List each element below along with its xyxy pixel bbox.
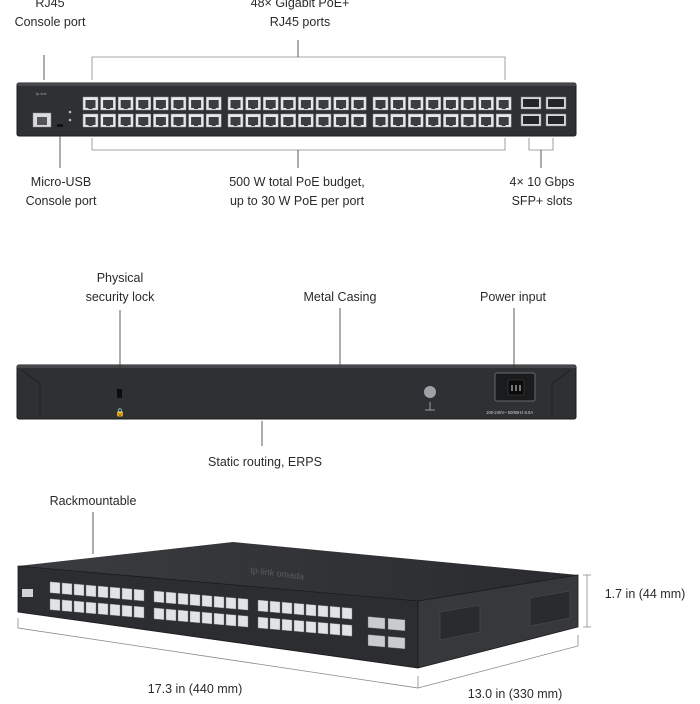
iso-sfp-slot: [367, 634, 386, 648]
iso-sfp-slot: [387, 636, 406, 650]
power-input-label: Power input: [479, 290, 546, 304]
iso-rj45-port: [329, 606, 341, 619]
rj45-port-array: [82, 96, 512, 128]
iso-rj45-port: [341, 624, 353, 637]
iso-rj45-port: [281, 601, 293, 615]
sfp-slot-array: [520, 96, 567, 127]
iso-rj45-port: [133, 588, 145, 602]
vent-grille: [439, 604, 481, 641]
iso-rj45-port: [237, 615, 249, 628]
iso-rj45-port: [201, 611, 213, 625]
iso-rj45-port: [293, 619, 305, 633]
iso-rj45-port: [133, 605, 145, 619]
iso-rj45-port: [97, 585, 109, 599]
iso-rj45-port: [121, 587, 133, 601]
iso-rj45-port: [281, 618, 293, 632]
iso-rj45-port: [153, 607, 165, 620]
iso-sfp-slot: [367, 616, 386, 630]
iso-rj45-port: [177, 592, 189, 606]
rackmount-label: Rackmountable: [49, 494, 137, 508]
iso-rj45-port: [49, 581, 61, 594]
security-lock-slot: [117, 389, 122, 398]
vent-grille: [529, 590, 571, 627]
width-label: 17.3 in (440 mm): [147, 682, 243, 696]
iso-rj45-port: [109, 586, 121, 600]
iso-rj45-port: [341, 607, 353, 620]
isometric-view: tp-link omada: [17, 512, 591, 689]
iso-rj45-port: [237, 598, 249, 611]
iso-rj45-port: [121, 604, 133, 618]
iso-rj45-port: [201, 594, 213, 608]
side-vent: [439, 590, 571, 641]
depth-label: 13.0 in (330 mm): [467, 687, 563, 701]
iso-rj45-port: [329, 623, 341, 636]
height-label: 1.7 in (44 mm): [604, 587, 686, 601]
iso-rj45-port: [305, 603, 317, 617]
iso-rj45-port: [73, 583, 85, 596]
iso-rj45-port: [177, 609, 189, 623]
iso-rj45-port: [305, 620, 317, 634]
iso-rj45-port: [85, 584, 97, 598]
power-rating-text: 100-240V~ 50/60Hz 8.0A: [486, 410, 533, 415]
iso-rj45-port: [269, 617, 281, 631]
metal-casing-label: Metal Casing: [303, 290, 377, 304]
iso-rj45-port: [165, 608, 177, 622]
iso-rj45-port: [49, 598, 61, 611]
rear-panel: 🔒 100-240V~ 50/60Hz 8.0A: [16, 308, 577, 446]
iso-rj45-port: [189, 610, 201, 624]
micro-usb-port: [57, 124, 63, 127]
iso-rj45-port: [213, 595, 225, 609]
iso-rj45-port: [257, 616, 269, 630]
iso-rj45-port: [61, 599, 73, 612]
grounding-icon: [424, 386, 436, 398]
iso-rj45-port: [73, 600, 85, 613]
iso-rj45-port: [189, 593, 201, 607]
poe-budget-label: 500 W total PoE budget,up to 30 W PoE pe…: [229, 175, 365, 208]
poe-ports-label: 48× Gigabit PoE+RJ45 ports: [250, 0, 350, 29]
iso-rj45-port: [61, 582, 73, 595]
iso-rj45-port: [269, 600, 281, 614]
iso-rj45-port: [109, 603, 121, 617]
iso-rj45-port: [317, 622, 329, 635]
iso-rj45-port: [97, 602, 109, 616]
svg-text:🔒: 🔒: [115, 408, 125, 417]
iso-rj45-port: [293, 602, 305, 616]
front-panel: tp-link: [16, 40, 577, 168]
iso-rj45-port: [257, 599, 269, 613]
iso-rj45-port: [225, 613, 237, 627]
iso-rj45-port: [85, 601, 97, 615]
iso-rj45-port: [165, 591, 177, 605]
iso-rj45-port: [153, 590, 165, 603]
routing-label: Static routing, ERPS: [208, 455, 322, 469]
iso-port-array: [49, 581, 406, 650]
iso-rj45-port: [213, 612, 225, 626]
iso-rj45-port: [317, 605, 329, 618]
svg-text:tp-link: tp-link: [36, 91, 47, 96]
iso-rj45-port: [225, 596, 237, 610]
iso-sfp-slot: [387, 618, 406, 632]
